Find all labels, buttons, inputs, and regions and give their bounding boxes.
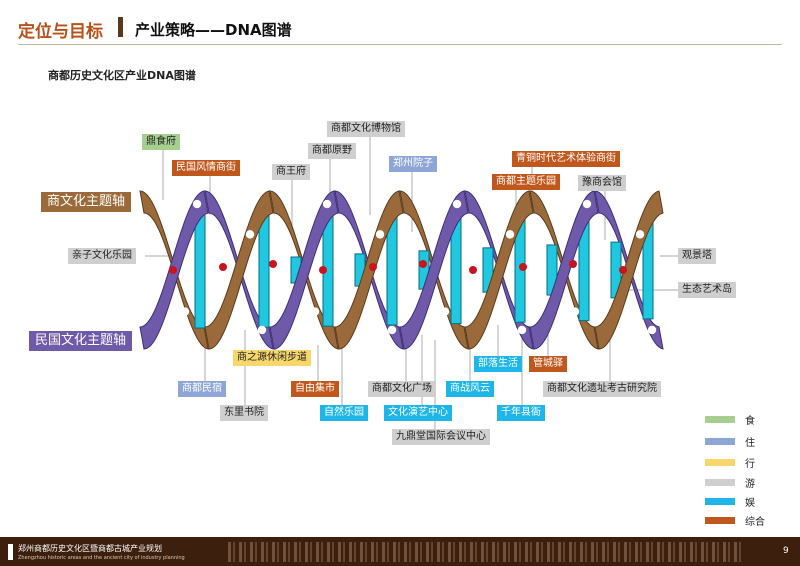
label-museum: 商都文化博物馆 <box>327 121 405 137</box>
label-performance-center: 文化演艺中心 <box>384 405 452 421</box>
center-node <box>569 260 577 268</box>
title-divider <box>118 17 123 37</box>
strand-shang <box>204 190 274 350</box>
strand-node <box>452 199 462 209</box>
legend-label: 游 <box>745 479 755 490</box>
legend-swatch <box>705 479 735 486</box>
strand-node <box>310 307 320 316</box>
center-node <box>469 266 477 274</box>
axis-label-shang: 商文化主题轴 <box>41 192 132 212</box>
label-county-office: 千年县衙 <box>497 405 545 421</box>
center-node <box>319 266 327 274</box>
axis-label-minguo: 民国文化主题轴 <box>29 331 133 351</box>
label-homestay: 商都民宿 <box>178 381 226 397</box>
strand-node <box>322 199 332 209</box>
center-node <box>419 260 427 268</box>
legend-swatch <box>705 438 735 445</box>
strand-node <box>245 230 255 239</box>
footer-pattern <box>228 542 744 562</box>
page-subtitle: 产业策略——DNA图谱 <box>135 21 292 39</box>
center-node <box>619 266 627 274</box>
label-view-tower: 观景塔 <box>678 248 716 264</box>
label-business-war: 商战风云 <box>446 381 494 397</box>
strand-node <box>647 325 657 335</box>
label-eco-island: 生态艺术岛 <box>678 282 736 298</box>
label-dingshifu: 鼎食府 <box>142 134 180 150</box>
label-yushang-hall: 豫商会馆 <box>578 175 626 191</box>
footer-title: 郑州商都历史文化区暨商都古城产业规划 <box>18 544 162 553</box>
center-node <box>519 263 527 271</box>
strand-shang <box>334 190 404 350</box>
strand-node <box>387 325 397 335</box>
strand-node <box>180 307 190 316</box>
strand-node <box>635 230 645 239</box>
strand-node <box>582 199 592 209</box>
page-title: 定位与目标 <box>18 22 103 42</box>
footer-subtitle: Zhengzhou historic areas and the ancient… <box>18 555 185 561</box>
legend-swatch <box>705 498 735 505</box>
strand-node <box>257 325 267 335</box>
legend-swatch <box>705 459 735 466</box>
strand-node <box>570 307 580 316</box>
strand-minguo <box>399 190 469 350</box>
label-bronze-street: 青铜时代艺术体验商街 <box>512 151 620 167</box>
label-tribe-life: 部落生活 <box>474 356 522 372</box>
label-minguo-street: 民国风情商街 <box>172 160 240 176</box>
label-dongli-academy: 东里书院 <box>220 405 268 421</box>
center-node <box>269 260 277 268</box>
strand-minguo <box>269 190 339 350</box>
strand-node <box>440 307 450 316</box>
label-guanchengyi: 管城驿 <box>529 356 567 372</box>
legend-label: 食 <box>745 416 755 427</box>
legend-swatch <box>705 517 735 524</box>
label-leisure-trail: 商之源休闲步道 <box>233 350 311 366</box>
legend-swatch <box>705 416 735 423</box>
header-rule <box>18 44 782 45</box>
chart-title: 商都历史文化区产业DNA图谱 <box>48 69 196 82</box>
label-culture-square: 商都文化广场 <box>368 381 436 397</box>
label-shangwangfu: 商王府 <box>272 164 310 180</box>
base-pair-rung <box>258 212 270 328</box>
legend-label: 行 <box>745 459 755 470</box>
label-nature-park: 自然乐园 <box>320 405 368 421</box>
legend-label: 娱 <box>745 498 755 509</box>
label-zhengzhou-yard: 郑州院子 <box>389 156 437 172</box>
strand-node <box>517 325 527 335</box>
center-node <box>169 266 177 274</box>
label-family-park: 亲子文化乐园 <box>68 248 136 264</box>
strand-node <box>375 230 385 239</box>
page-number: 9 <box>783 546 789 556</box>
label-conference-center: 九鼎堂国际会议中心 <box>392 429 490 445</box>
legend-label: 住 <box>745 438 755 449</box>
base-pair-rung <box>194 211 206 329</box>
center-node <box>369 263 377 271</box>
label-theme-park: 商都主题乐园 <box>492 174 560 190</box>
label-free-market: 自由集市 <box>291 381 339 397</box>
label-shangdu-yuanye: 商都原野 <box>308 143 356 159</box>
strand-shang <box>594 190 664 350</box>
strand-node <box>192 199 202 209</box>
strand-minguo <box>529 190 599 350</box>
strand-shang <box>464 190 534 350</box>
legend-label: 综合 <box>745 517 765 528</box>
label-archaeology-institute: 商都文化遗址考古研究院 <box>543 381 661 397</box>
center-node <box>219 263 227 271</box>
strand-node <box>505 230 515 239</box>
footer-accent <box>8 544 13 560</box>
